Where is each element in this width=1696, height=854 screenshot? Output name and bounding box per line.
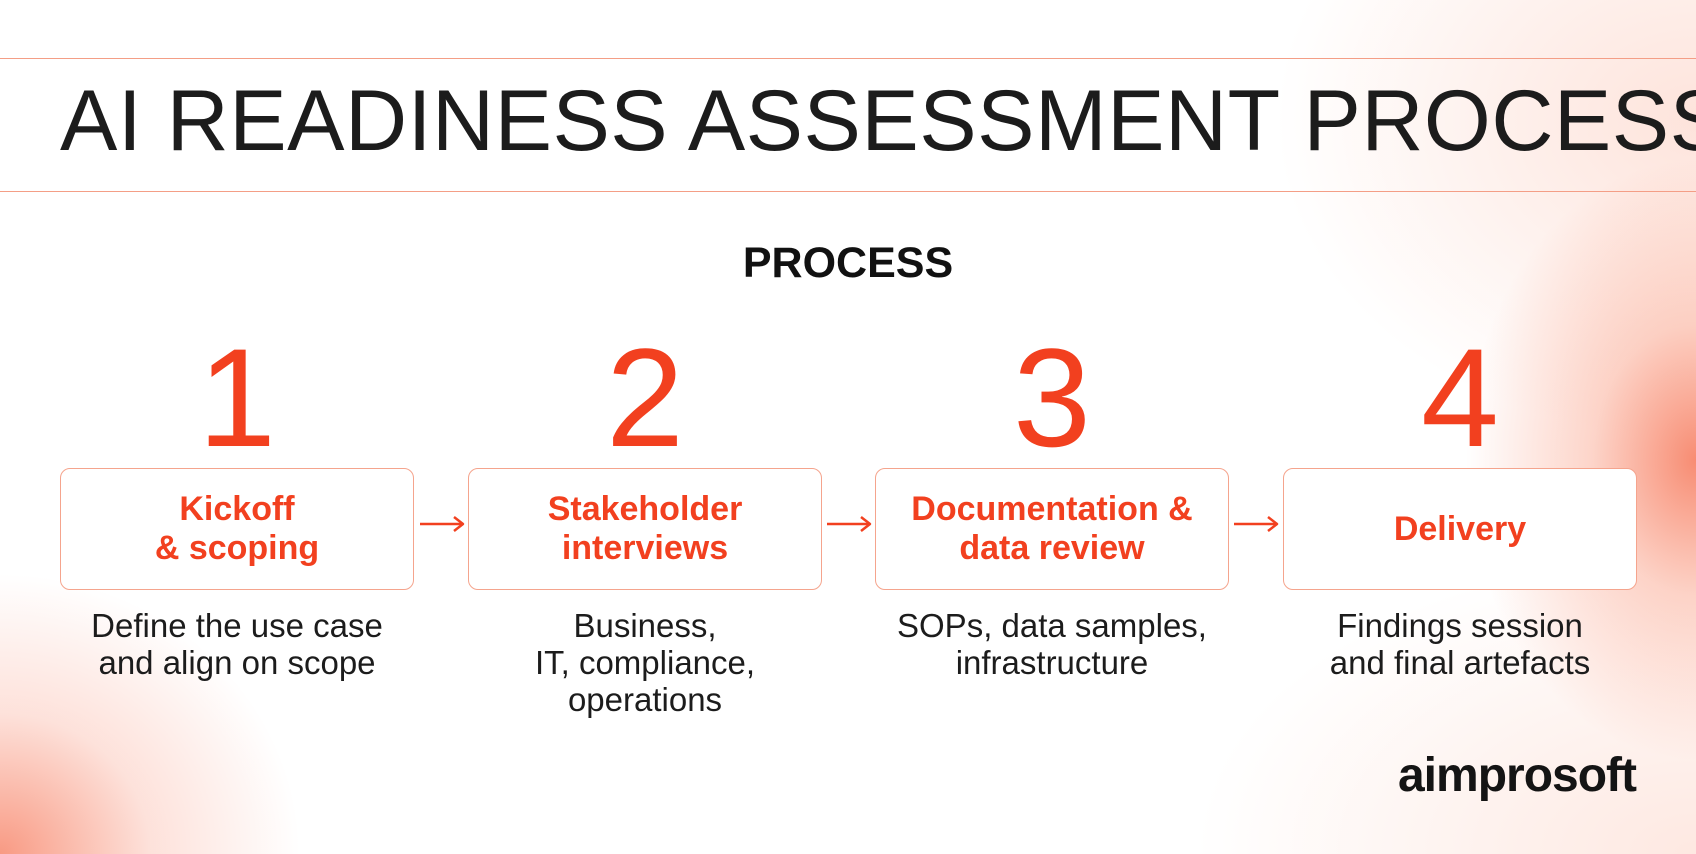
- arrow-right-icon: [1234, 516, 1279, 532]
- process-step-1: 1 Kickoff & scoping Define the use case …: [60, 328, 414, 682]
- brand-logo: aimprosoft: [1397, 749, 1637, 802]
- step-number: 4: [1421, 319, 1499, 476]
- step-card: Stakeholder interviews: [468, 468, 822, 590]
- section-title: PROCESS: [742, 239, 954, 287]
- step-description: Findings session and final artefacts: [1329, 607, 1591, 681]
- step-title: Stakeholder interviews: [547, 490, 743, 567]
- process-step-4: 4 Delivery Findings session and final ar…: [1283, 328, 1637, 682]
- header-top-rule: [0, 58, 1696, 59]
- arrow-right-icon: [420, 516, 465, 532]
- step-title: Documentation & data review: [911, 490, 1193, 567]
- step-card: Kickoff & scoping: [60, 468, 414, 590]
- header-bottom-rule: [0, 191, 1696, 192]
- step-number: 2: [606, 319, 684, 476]
- process-step-2: 2 Stakeholder interviews Business, IT, c…: [468, 328, 822, 719]
- arrow-right-icon: [827, 516, 872, 532]
- step-card: Documentation & data review: [875, 468, 1229, 590]
- step-description: SOPs, data samples, infrastructure: [897, 607, 1207, 681]
- process-step-3: 3 Documentation & data review SOPs, data…: [875, 328, 1229, 682]
- step-title: Delivery: [1393, 509, 1527, 548]
- step-description: Business, IT, compliance, operations: [534, 607, 756, 718]
- step-number: 3: [1013, 319, 1091, 476]
- step-card: Delivery: [1283, 468, 1637, 590]
- step-description: Define the use case and align on scope: [91, 607, 383, 681]
- page-title: AI READINESS ASSESSMENT PROCESS: [60, 73, 1696, 169]
- step-number: 1: [198, 319, 276, 476]
- step-title: Kickoff & scoping: [154, 490, 320, 567]
